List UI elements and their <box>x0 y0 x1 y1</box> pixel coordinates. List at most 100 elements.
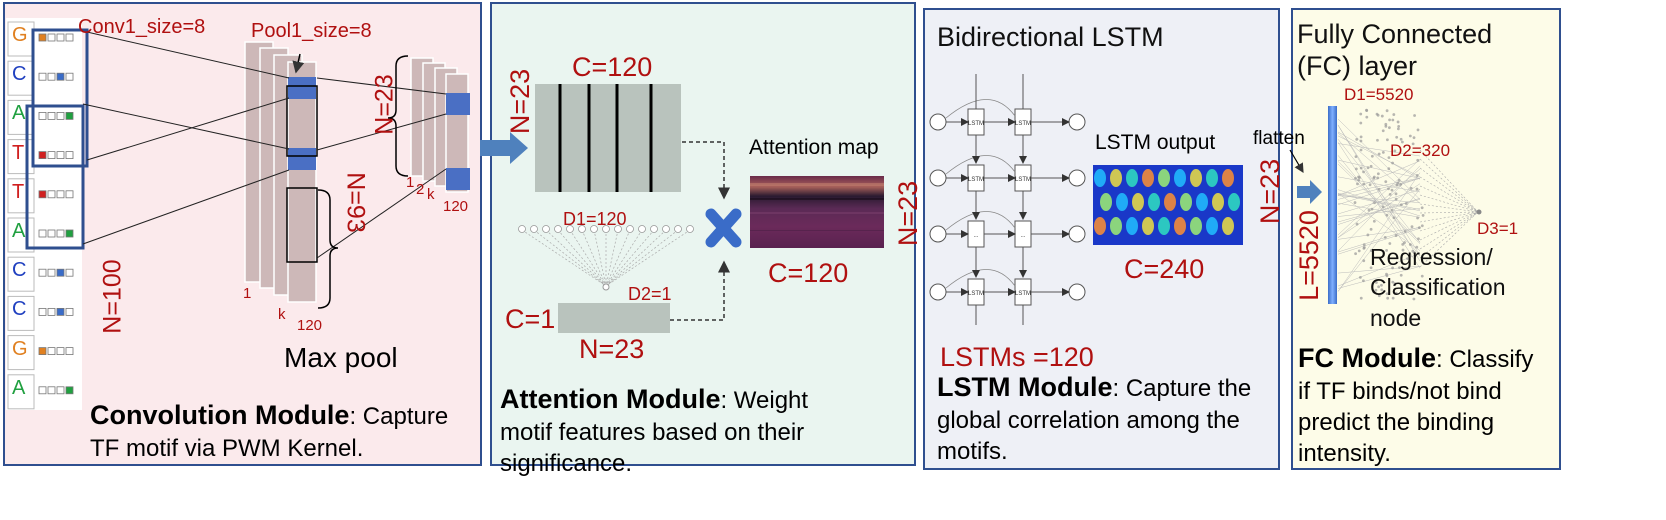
fan-line <box>605 229 655 287</box>
pool-pointer-arrow <box>292 53 305 74</box>
fc-edge <box>1419 176 1479 213</box>
fc-neuron <box>1421 214 1425 217</box>
fc-edge <box>1419 185 1479 213</box>
fc-neuron <box>1412 297 1416 301</box>
one-hot-cell <box>38 112 47 120</box>
fc-neuron <box>1385 272 1388 276</box>
fc-edge <box>1337 159 1421 179</box>
fc-edge <box>1337 161 1421 243</box>
fan-line <box>521 229 607 287</box>
one-hot-cell <box>56 347 65 356</box>
one-hot-cell <box>38 386 47 395</box>
lstm-output-heatmap <box>1093 165 1243 245</box>
fc-neuron <box>1377 294 1381 298</box>
one-hot-cell <box>65 386 74 395</box>
fc-neuron <box>1399 137 1403 141</box>
lstm-caption-line1: : Capture the <box>1112 375 1252 402</box>
fan-node <box>662 225 670 233</box>
fc-edge <box>1419 211 1479 259</box>
fc-edge <box>1419 211 1479 214</box>
attention-weight-block <box>558 303 670 333</box>
fc-neuron <box>1372 290 1376 294</box>
fc-neuron <box>1359 148 1363 152</box>
heatmap-blob <box>1158 217 1170 235</box>
fc-edge <box>1337 193 1421 251</box>
fc-neuron <box>1391 118 1395 122</box>
fc-edge <box>1419 167 1479 213</box>
multiply-icon <box>705 208 742 248</box>
one-hot-cell <box>47 229 56 238</box>
fc-neuron <box>1413 114 1416 117</box>
fc-neuron <box>1387 126 1391 130</box>
n93-label: N=93 <box>341 172 370 233</box>
one-hot-cell <box>56 151 65 160</box>
heatmap-blob <box>1222 169 1234 187</box>
fc-neuron <box>1374 281 1378 284</box>
lstm-title: Bidirectional LSTM <box>937 22 1164 52</box>
fc-neuron <box>1380 283 1383 287</box>
tick-kb: k <box>427 186 435 203</box>
one-hot-cell <box>65 229 74 238</box>
fc-caption-line2: if TF binds/not bind <box>1298 378 1502 406</box>
tick-ka: k <box>278 306 286 323</box>
fc-neuron <box>1403 230 1407 233</box>
fc-neuron <box>1376 172 1380 176</box>
max-pool-label: Max pool <box>284 342 398 373</box>
fc-neuron <box>1420 224 1424 228</box>
heatmap-blob <box>1126 217 1138 235</box>
fc-edge <box>1337 139 1421 243</box>
fc-edge <box>1337 176 1421 193</box>
one-hot-cell <box>38 307 47 316</box>
heatmap-blob <box>1148 193 1160 211</box>
one-hot-cell <box>38 151 47 160</box>
fc-neuron <box>1354 176 1357 180</box>
fc-neuron <box>1394 197 1398 201</box>
one-hot-cell <box>38 190 47 199</box>
heatmap-blob <box>1142 169 1154 187</box>
fc-neuron <box>1391 296 1395 300</box>
fc-neuron <box>1392 216 1396 220</box>
one-hot-cell <box>56 72 65 81</box>
sequence-column <box>6 18 82 410</box>
fan-node <box>650 225 658 233</box>
heatmap-blob <box>1206 217 1218 235</box>
fc-neuron <box>1359 139 1363 143</box>
fc-neuron <box>1388 192 1392 196</box>
fc-neuron <box>1362 170 1365 174</box>
fc-edge <box>1419 211 1479 268</box>
attention-caption-line3: significance. <box>500 450 633 478</box>
attention-map-label: Attention map <box>749 136 879 159</box>
one-hot-cell <box>56 190 65 199</box>
fan-node <box>590 225 598 233</box>
fc-neuron <box>1391 161 1394 165</box>
fc-node-line1: Regression/ <box>1370 244 1493 270</box>
conv-kernel-box-top <box>31 28 89 168</box>
fc-neuron <box>1395 183 1399 187</box>
fc-edge <box>1337 183 1421 238</box>
sequence-letter: A <box>12 376 26 399</box>
attention-d2-label: D2=1 <box>628 284 672 304</box>
fc-neuron <box>1417 237 1420 241</box>
one-hot-cell <box>38 268 47 277</box>
conv1-size-label: Conv1_size=8 <box>78 16 206 38</box>
lstm-output-node <box>1068 225 1086 243</box>
fc-node-label: Regression/ Classification node <box>1370 242 1506 333</box>
attention-map-c120: C=120 <box>768 258 849 288</box>
fc-neuron <box>1396 120 1400 124</box>
heatmap-blob <box>1100 193 1112 211</box>
fc-neuron <box>1353 201 1357 204</box>
fc-edge <box>1337 228 1421 255</box>
fc-neuron <box>1359 166 1363 170</box>
one-hot-cell <box>38 347 47 356</box>
fan-node <box>530 225 538 233</box>
tick-1b: 1 <box>406 174 415 191</box>
fc-neuron <box>1386 296 1390 300</box>
fc-edge <box>1337 165 1421 252</box>
fc-neuron <box>1387 156 1391 160</box>
fc-edge <box>1419 211 1479 250</box>
heatmap-blob <box>1180 193 1192 211</box>
fc-edge <box>1419 158 1479 213</box>
fc-edge <box>1337 189 1421 217</box>
sequence-letter-box <box>7 374 35 410</box>
fc-edge <box>1337 132 1421 204</box>
